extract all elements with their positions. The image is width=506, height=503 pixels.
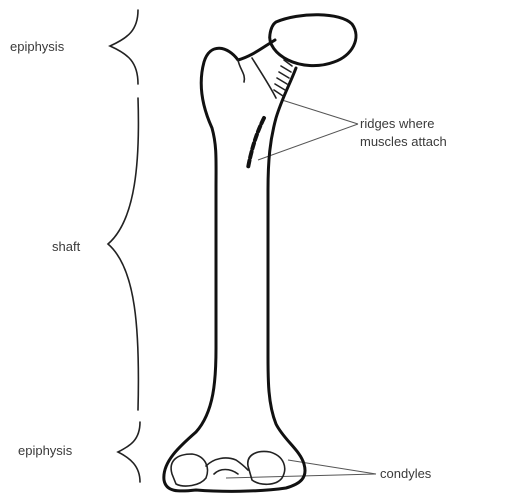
femoral-head	[270, 15, 356, 66]
neck-contour	[252, 58, 276, 98]
leader-condyles-lower	[226, 474, 376, 478]
ridge-linea-aspera	[248, 118, 264, 168]
greater-trochanter-contour	[238, 60, 244, 82]
condyle-left	[171, 454, 207, 486]
label-ridges-line1: ridges where	[360, 116, 434, 131]
intercondylar-detail	[214, 470, 238, 475]
femur-outline	[164, 40, 305, 491]
leader-condyles-upper	[288, 460, 376, 474]
label-condyles: condyles	[380, 466, 432, 481]
label-shaft: shaft	[52, 239, 81, 254]
ridge-hatching-upper	[274, 60, 292, 96]
label-ridges-line2: muscles attach	[360, 134, 447, 149]
label-epiphysis-bottom: epiphysis	[18, 443, 73, 458]
brace-shaft	[108, 98, 138, 410]
femur-bone	[164, 15, 356, 492]
leader-ridges-upper	[282, 100, 358, 124]
brace-epiphysis-top	[110, 10, 138, 84]
brace-epiphysis-bottom	[118, 422, 140, 482]
condyle-right	[248, 452, 285, 485]
intercondylar-notch	[206, 458, 248, 470]
label-epiphysis-top: epiphysis	[10, 39, 65, 54]
